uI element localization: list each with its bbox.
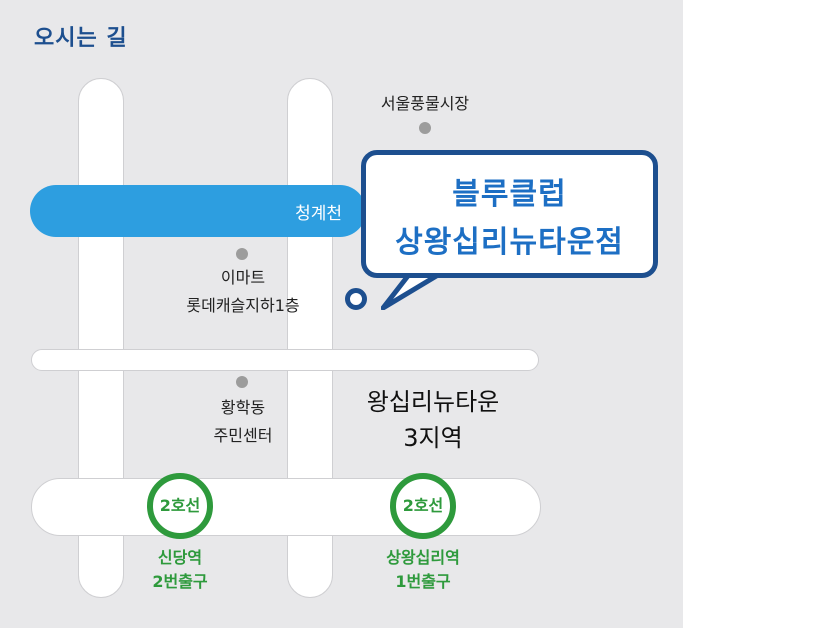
sangwangsimni-station-badge: 2호선: [390, 473, 456, 539]
emart-floor: 롯데캐슬지하1층: [186, 296, 300, 315]
emart-name: 이마트: [220, 268, 266, 287]
newtown-area-label: 왕십리뉴타운 3지역: [348, 384, 518, 456]
store-branch: 상왕십리뉴타운점: [395, 225, 624, 260]
store-callout: 블루클럽 상왕십리뉴타운점: [361, 150, 658, 278]
sangwangsimni-station-exit-label: 상왕십리역 1번출구: [362, 546, 484, 594]
river-label: 청계천: [295, 204, 342, 224]
area-zone: 3지역: [403, 424, 463, 452]
store-location-pin-icon: [345, 288, 367, 310]
office-dot-icon: [236, 376, 248, 388]
station-exit: 1번출구: [395, 572, 451, 591]
station-name: 신당역: [157, 548, 203, 567]
office-type: 주민센터: [213, 426, 273, 445]
station-exit: 2번출구: [152, 572, 208, 591]
store-brand: 블루클럽: [452, 177, 567, 212]
area-name: 왕십리뉴타운: [366, 388, 500, 416]
sindang-station-exit-label: 신당역 2번출구: [120, 546, 240, 594]
line2-badge-label: 2호선: [402, 496, 444, 515]
emart-label: 이마트 롯데캐슬지하1층: [158, 264, 328, 320]
market-label: 서울풍물시장: [380, 94, 470, 113]
line2-badge-label: 2호선: [159, 496, 201, 515]
emart-dot-icon: [236, 248, 248, 260]
callout-tail: [381, 270, 445, 310]
sindang-station-badge: 2호선: [147, 473, 213, 539]
station-name: 상왕십리역: [386, 548, 460, 567]
market-dot-icon: [419, 122, 431, 134]
location-map: 오시는 길 청계천 서울풍물시장 이마트 롯데캐슬지하1층 황학동 주민센터 왕…: [0, 0, 683, 628]
map-title: 오시는 길: [34, 26, 128, 51]
office-label: 황학동 주민센터: [184, 394, 302, 450]
cheonggyecheon-stream: 청계천: [30, 185, 366, 237]
road-middle-horizontal: [31, 349, 539, 371]
office-name: 황학동: [220, 398, 266, 417]
